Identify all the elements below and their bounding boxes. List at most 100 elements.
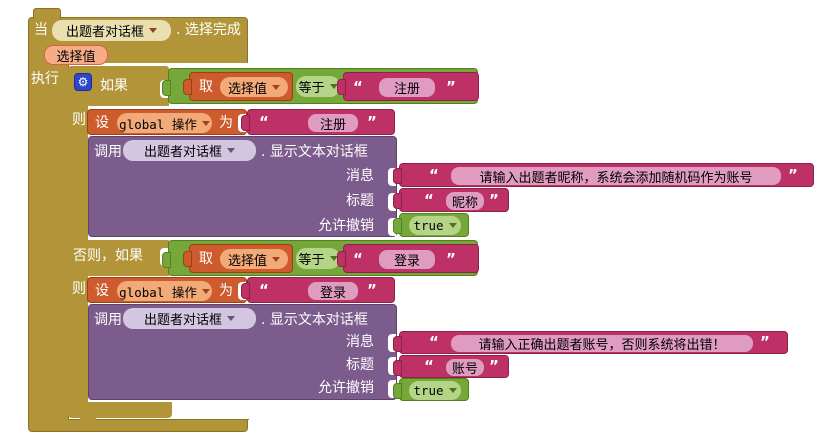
arg-label-message: 消息: [346, 168, 374, 184]
equals-block-1[interactable]: 取 选择值 等于 “ 注册 ”: [162, 68, 479, 104]
close-quote: ”: [489, 357, 499, 375]
chevron-down-icon: [272, 256, 280, 262]
boolean-block-1[interactable]: true: [393, 213, 469, 237]
open-quote: “: [424, 357, 434, 375]
string-block-message-1[interactable]: “ 请输入出题者昵称，系统会添加随机码作为账号 ”: [393, 163, 814, 187]
call-method-block-2[interactable]: 调用 出题者对话框 . 显示文本对话框 消息 标题 允许撤销: [88, 304, 397, 400]
open-quote: “: [353, 250, 363, 268]
arg-socket: [388, 380, 396, 398]
chevron-down-icon: [201, 288, 210, 294]
elseif-label: 否则，如果: [73, 248, 143, 264]
open-quote: “: [429, 166, 439, 184]
string-block-title-2[interactable]: “ 账号 ”: [393, 355, 509, 378]
plug-nub: [393, 336, 402, 352]
do-label: 执行: [31, 71, 59, 87]
plug-nub: [393, 383, 402, 399]
event-param-label: 选择值: [56, 49, 96, 65]
get-variable-block-2[interactable]: 取 选择值: [183, 244, 293, 273]
string-block-title-1[interactable]: “ 昵称 ”: [393, 188, 509, 212]
equals-block-2[interactable]: 取 选择值 等于 “ 登录 ”: [162, 240, 479, 276]
component-dropdown-value: 出题者对话框: [65, 25, 144, 40]
chevron-down-icon: [329, 256, 338, 261]
arg-label-message: 消息: [346, 334, 374, 350]
close-quote: ”: [788, 166, 798, 184]
arg-label-title: 标题: [346, 357, 374, 373]
arg-label-cancelable: 允许撤销: [318, 218, 374, 234]
chevron-down-icon: [149, 28, 157, 33]
string-value-field[interactable]: 登录: [379, 250, 435, 269]
arg-socket: [388, 193, 396, 211]
arg-socket: [388, 168, 396, 186]
event-param-chip[interactable]: 选择值: [44, 45, 108, 65]
operator-dropdown[interactable]: 等于: [296, 76, 340, 97]
chevron-down-icon: [201, 120, 210, 126]
variable-dropdown[interactable]: 选择值: [220, 249, 288, 269]
string-block[interactable]: “ 登录 ”: [241, 277, 395, 303]
method-name-label: . 显示文本对话框: [261, 144, 368, 160]
plug-nub: [241, 283, 250, 299]
string-value-field[interactable]: 登录: [308, 282, 358, 300]
event-name-label: . 选择完成: [176, 22, 241, 38]
string-value-field[interactable]: 注册: [308, 114, 358, 132]
string-value-field[interactable]: 注册: [379, 78, 435, 97]
plug-nub: [162, 252, 171, 268]
string-block[interactable]: “ 登录 ”: [337, 244, 479, 273]
string-value-field[interactable]: 请输入出题者昵称，系统会添加随机码作为账号: [451, 167, 781, 185]
open-quote: “: [424, 191, 434, 209]
if-label: 如果: [100, 78, 128, 94]
then-label-1: 则: [72, 112, 86, 128]
variable-dropdown[interactable]: 选择值: [220, 77, 288, 97]
operator-dropdown[interactable]: 等于: [296, 248, 340, 269]
close-quote: ”: [367, 281, 377, 299]
component-dropdown[interactable]: 出题者对话框: [123, 308, 256, 329]
string-value-field[interactable]: 请输入正确出题者账号，否则系统将出错！: [451, 335, 753, 352]
chevron-down-icon: [448, 223, 457, 228]
method-name-label: . 显示文本对话框: [261, 312, 368, 328]
set-label: 设: [95, 283, 109, 299]
plug-nub: [393, 360, 402, 376]
plug-nub: [393, 193, 402, 209]
string-block[interactable]: “ 注册 ”: [241, 109, 395, 135]
chevron-down-icon: [448, 388, 457, 393]
if-block-elseif-row: [68, 240, 169, 276]
if-block-bottom-nub: [80, 418, 96, 424]
open-quote: “: [353, 78, 363, 96]
string-block-message-2[interactable]: “ 请输入正确出题者账号，否则系统将出错！ ”: [393, 331, 788, 354]
set-variable-block-1[interactable]: 设 global 操作 为: [87, 109, 247, 135]
to-label: 为: [219, 115, 233, 131]
boolean-block-2[interactable]: true: [393, 378, 469, 401]
string-value-field[interactable]: 昵称: [446, 192, 484, 210]
call-label: 调用: [94, 312, 122, 328]
close-quote: ”: [489, 191, 499, 209]
plug-nub: [183, 79, 192, 95]
plug-nub: [337, 251, 346, 267]
variable-dropdown[interactable]: global 操作: [117, 281, 212, 301]
if-block-bottom-bar: [68, 402, 172, 418]
plug-nub: [393, 218, 402, 234]
plug-nub: [337, 79, 346, 95]
string-block[interactable]: “ 注册 ”: [337, 72, 479, 101]
set-variable-block-2[interactable]: 设 global 操作 为: [87, 277, 247, 303]
component-dropdown[interactable]: 出题者对话框: [52, 20, 171, 41]
call-method-block-1[interactable]: 调用 出题者对话框 . 显示文本对话框 消息 标题 允许撤销: [88, 136, 397, 237]
arg-label-title: 标题: [346, 193, 374, 209]
close-quote: ”: [367, 113, 377, 131]
arg-socket: [388, 357, 396, 375]
string-value-field[interactable]: 账号: [446, 359, 484, 376]
component-dropdown[interactable]: 出题者对话框: [123, 140, 256, 161]
get-variable-block-1[interactable]: 取 选择值: [183, 72, 293, 101]
open-quote: “: [259, 113, 269, 131]
boolean-dropdown[interactable]: true: [409, 216, 461, 235]
boolean-dropdown[interactable]: true: [409, 381, 461, 400]
variable-dropdown[interactable]: global 操作: [117, 113, 212, 133]
chevron-down-icon: [272, 84, 280, 90]
chevron-down-icon: [227, 316, 235, 321]
arg-label-cancelable: 允许撤销: [318, 380, 374, 396]
then-label-2: 则: [72, 281, 86, 297]
mutator-gear-icon[interactable]: ⚙: [74, 73, 92, 91]
plug-nub: [393, 168, 402, 184]
open-quote: “: [259, 281, 269, 299]
close-quote: ”: [446, 78, 456, 96]
call-label: 调用: [94, 144, 122, 160]
